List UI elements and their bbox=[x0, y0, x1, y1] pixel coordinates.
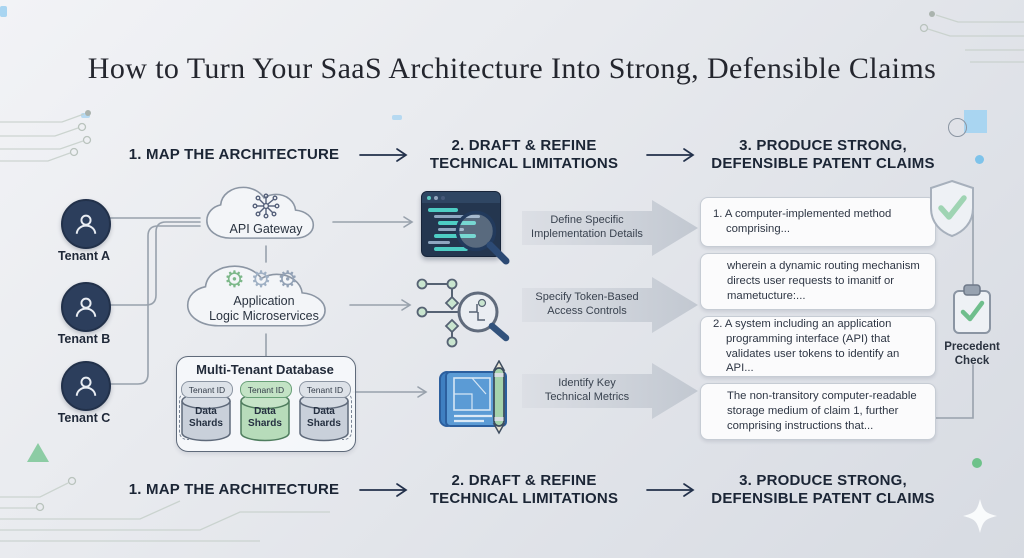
database-title: Multi-Tenant Database bbox=[196, 362, 334, 377]
gear-icon-gray-1: ⚙ bbox=[250, 266, 278, 292]
person-icon bbox=[75, 214, 97, 234]
tenant-b-avatar bbox=[61, 282, 111, 332]
microservices-line1: Application bbox=[233, 294, 295, 308]
microservices-label: Application Logic Microservices bbox=[175, 294, 353, 324]
step-2-header-top: 2. DRAFT & REFINE TECHNICAL LIMITATIONS bbox=[418, 137, 630, 173]
person-icon bbox=[75, 297, 97, 317]
microservices-line2: Logic Microservices bbox=[209, 309, 319, 323]
decor-circle-outline bbox=[948, 118, 967, 137]
gear-icon-gray-2: ⚙ bbox=[277, 266, 304, 292]
step-2-line1: 2. DRAFT & REFINE bbox=[451, 137, 597, 154]
decor-green-dot bbox=[972, 458, 982, 468]
step-arrow-1-top-icon bbox=[359, 148, 408, 162]
token-network-icon bbox=[416, 278, 510, 348]
claim-box-2: wherein a dynamic routing mechanism dire… bbox=[700, 253, 936, 310]
tenant-a-avatar bbox=[61, 199, 111, 249]
claim-box-1: 1. A computer-implemented method compris… bbox=[700, 197, 936, 247]
step-3-header-bottom: 3. PRODUCE STRONG, DEFENSIBLE PATENT CLA… bbox=[711, 472, 935, 507]
decor-blue-square-topleft bbox=[0, 6, 7, 17]
decor-blue-square-topright bbox=[964, 110, 987, 133]
claim-4-text: The non-transitory computer-readable sto… bbox=[727, 390, 917, 432]
tenant-b-label: Tenant B bbox=[57, 332, 111, 346]
person-icon bbox=[75, 376, 97, 396]
data-shards-label-1: Data Shards bbox=[189, 406, 223, 429]
refine-arrow-3 bbox=[522, 363, 698, 419]
precedent-clipboard-icon bbox=[953, 284, 991, 334]
decor-sparkle-icon bbox=[963, 499, 997, 533]
microservices-cloud bbox=[175, 261, 353, 335]
step-3-header-top: 3. PRODUCE STRONG, DEFENSIBLE PATENT CLA… bbox=[702, 137, 944, 173]
tenant-id-pill-3: Tenant ID bbox=[299, 381, 351, 398]
tenant-c-avatar bbox=[61, 361, 111, 411]
refine-arrow-1 bbox=[522, 200, 698, 256]
decor-blue-dot bbox=[975, 155, 984, 164]
refine-arrow-3-label: Identify Key Technical Metrics bbox=[544, 377, 630, 403]
claim-3-text: 2. A system including an application pro… bbox=[713, 317, 900, 375]
magnifier-icon-code bbox=[455, 210, 510, 265]
claim-2-text: wherein a dynamic routing mechanism dire… bbox=[727, 260, 920, 302]
gear-icon-green: ⚙ bbox=[224, 266, 251, 292]
step-3-line1: 3. PRODUCE STRONG, bbox=[739, 137, 907, 154]
decor-green-triangle bbox=[27, 443, 49, 462]
data-shards-label-2: Data Shards bbox=[248, 406, 282, 429]
page-title: How to Turn Your SaaS Architecture Into … bbox=[87, 52, 937, 85]
code-lines bbox=[422, 203, 500, 256]
claim-box-3: 2. A system including an application pro… bbox=[700, 316, 936, 377]
step-2-header-bottom: 2. DRAFT & REFINE TECHNICAL LIMITATIONS bbox=[429, 472, 619, 507]
tenant-id-pill-1: Tenant ID bbox=[181, 381, 233, 398]
network-node-icon bbox=[252, 193, 280, 219]
step-arrow-1-bottom-icon bbox=[359, 483, 408, 497]
tenant-a-label: Tenant A bbox=[57, 249, 111, 263]
claim-1-text: 1. A computer-implemented method compris… bbox=[713, 208, 892, 235]
step-arrow-2-top-icon bbox=[646, 148, 695, 162]
step-arrow-2-bottom-icon bbox=[646, 483, 695, 497]
step-1-line1: 1. MAP THE ARCHITECTURE bbox=[128, 146, 340, 163]
step-1-header-top: 1. MAP THE ARCHITECTURE bbox=[118, 146, 350, 164]
gears-row: ⚙⚙⚙ bbox=[175, 267, 353, 295]
refine-arrow-2 bbox=[522, 277, 698, 333]
precedent-check-label: Precedent Check bbox=[944, 341, 1000, 367]
step-2-line2: TECHNICAL LIMITATIONS bbox=[429, 155, 619, 172]
step-1-header-bottom: 1. MAP THE ARCHITECTURE bbox=[128, 481, 340, 498]
decor-blue-speck-1 bbox=[81, 113, 90, 118]
blueprint-icon bbox=[439, 360, 507, 435]
refine-arrow-2-label: Specify Token-Based Access Controls bbox=[535, 291, 639, 317]
refine-arrow-1-label: Define Specific Implementation Details bbox=[531, 214, 643, 240]
data-shards-label-3: Data Shards bbox=[307, 406, 341, 429]
api-gateway-label: API Gateway bbox=[229, 222, 303, 236]
step-3-line2: DEFENSIBLE PATENT CLAIMS bbox=[711, 155, 935, 172]
decor-blue-speck-2 bbox=[392, 115, 402, 120]
tenant-id-pill-2: Tenant ID bbox=[240, 381, 292, 398]
shield-check-icon bbox=[930, 179, 974, 238]
claim-box-4: The non-transitory computer-readable sto… bbox=[700, 383, 936, 440]
tenant-c-label: Tenant C bbox=[57, 411, 111, 425]
code-window-titlebar bbox=[422, 192, 500, 203]
